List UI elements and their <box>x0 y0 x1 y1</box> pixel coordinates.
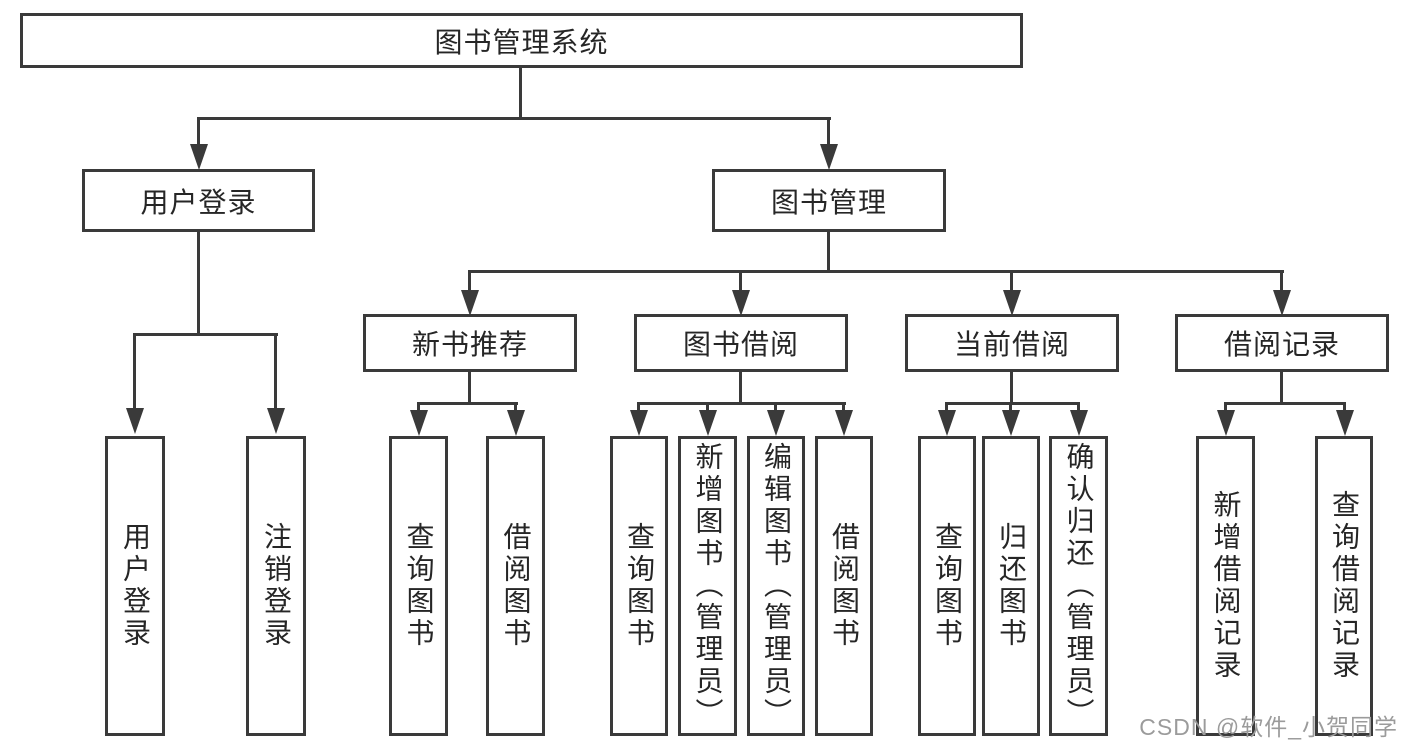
arrowhead-down-icon <box>1003 290 1021 316</box>
connector-line <box>774 402 777 412</box>
connector-line <box>514 402 517 412</box>
node-new-book-recommend: 新书推荐 <box>363 314 577 372</box>
arrowhead-down-icon <box>1217 410 1235 436</box>
leaf-label: 查询图书 <box>403 522 435 650</box>
arrowhead-down-icon <box>835 410 853 436</box>
arrowhead-down-icon <box>190 144 208 170</box>
leaf-label: 借阅图书 <box>500 522 532 650</box>
connector-line <box>1280 372 1283 404</box>
node-label: 图书管理 <box>770 186 887 218</box>
node-borrowing-records: 借阅记录 <box>1175 314 1389 372</box>
arrowhead-down-icon <box>1273 290 1291 316</box>
leaf-bb-borrow-books: 借阅图书 <box>815 436 873 736</box>
node-user-login: 用户登录 <box>82 169 315 232</box>
leaf-label: 新增借阅记录 <box>1210 490 1242 682</box>
arrowhead-down-icon <box>630 410 648 436</box>
connector-line <box>637 402 846 405</box>
leaf-label: 注销登录 <box>261 522 292 650</box>
arrowhead-down-icon <box>507 410 525 436</box>
node-label: 借阅记录 <box>1223 329 1340 360</box>
arrowhead-down-icon <box>461 290 479 316</box>
connector-line <box>1280 270 1283 292</box>
connector-line <box>519 68 522 119</box>
leaf-logout: 注销登录 <box>246 436 306 736</box>
connector-line <box>1224 402 1227 412</box>
arrowhead-down-icon <box>410 410 428 436</box>
node-label: 图书借阅 <box>682 329 799 360</box>
leaf-label: 查询图书 <box>932 522 963 650</box>
connector-line <box>417 402 420 412</box>
connector-line <box>468 372 471 404</box>
connector-line <box>706 402 709 412</box>
arrowhead-down-icon <box>267 408 285 434</box>
node-label: 新书推荐 <box>411 329 528 360</box>
node-book-borrowing: 图书借阅 <box>634 314 848 372</box>
leaf-bb-add-books-admin: 新增图书（管理员） <box>678 436 737 736</box>
leaf-bb-query-books: 查询图书 <box>610 436 668 736</box>
connector-line <box>197 117 200 147</box>
leaf-label: 查询借阅记录 <box>1329 490 1360 682</box>
arrowhead-down-icon <box>938 410 956 436</box>
leaf-label: 编辑图书（管理员） <box>761 442 792 730</box>
connector-line <box>842 402 845 412</box>
node-label: 图书管理系统 <box>434 26 609 58</box>
node-label: 用户登录 <box>140 186 257 218</box>
connector-line <box>197 117 831 120</box>
connector-line <box>1009 402 1012 412</box>
arrowhead-down-icon <box>1070 410 1088 436</box>
connector-line <box>133 333 278 336</box>
node-library-management-system: 图书管理系统 <box>20 13 1023 68</box>
arrowhead-down-icon <box>1336 410 1354 436</box>
connector-line <box>468 270 471 292</box>
arrowhead-down-icon <box>126 408 144 434</box>
leaf-label: 新增图书（管理员） <box>692 442 724 730</box>
leaf-user-login: 用户登录 <box>105 436 165 736</box>
leaf-br-add-record: 新增借阅记录 <box>1196 436 1255 736</box>
connector-line <box>739 270 742 292</box>
connector-line <box>945 402 948 412</box>
arrowhead-down-icon <box>820 144 838 170</box>
leaf-label: 确认归还（管理员） <box>1063 442 1095 730</box>
node-book-management: 图书管理 <box>712 169 946 232</box>
connector-line <box>637 402 640 412</box>
connector-line <box>274 333 277 410</box>
leaf-label: 借阅图书 <box>829 522 860 650</box>
leaf-cb-confirm-return-admin: 确认归还（管理员） <box>1049 436 1108 736</box>
connector-line <box>945 402 1080 405</box>
arrowhead-down-icon <box>732 290 750 316</box>
leaf-label: 归还图书 <box>996 522 1027 650</box>
connector-line <box>417 402 518 405</box>
node-current-borrowing: 当前借阅 <box>905 314 1119 372</box>
connector-line <box>133 333 136 410</box>
leaf-cb-return-books: 归还图书 <box>982 436 1040 736</box>
arrowhead-down-icon <box>699 410 717 436</box>
leaf-bb-edit-books-admin: 编辑图书（管理员） <box>747 436 805 736</box>
watermark: CSDN @软件_小贺同学 <box>1139 714 1398 740</box>
connector-line <box>1343 402 1346 412</box>
leaf-label: 查询图书 <box>624 522 655 650</box>
leaf-nbr-borrow-books: 借阅图书 <box>486 436 545 736</box>
connector-line <box>197 232 200 335</box>
arrowhead-down-icon <box>767 410 785 436</box>
arrowhead-down-icon <box>1002 410 1020 436</box>
leaf-cb-query-books: 查询图书 <box>918 436 976 736</box>
connector-line <box>1077 402 1080 412</box>
leaf-br-query-record: 查询借阅记录 <box>1315 436 1373 736</box>
leaf-label: 用户登录 <box>120 522 151 650</box>
leaf-nbr-query-books: 查询图书 <box>389 436 448 736</box>
connector-line <box>1010 270 1013 292</box>
connector-line <box>827 232 830 273</box>
connector-line <box>827 117 830 147</box>
connector-line <box>739 372 742 404</box>
connector-line <box>468 270 1284 273</box>
connector-line <box>1010 372 1013 404</box>
node-label: 当前借阅 <box>953 329 1070 360</box>
connector-line <box>1224 402 1346 405</box>
